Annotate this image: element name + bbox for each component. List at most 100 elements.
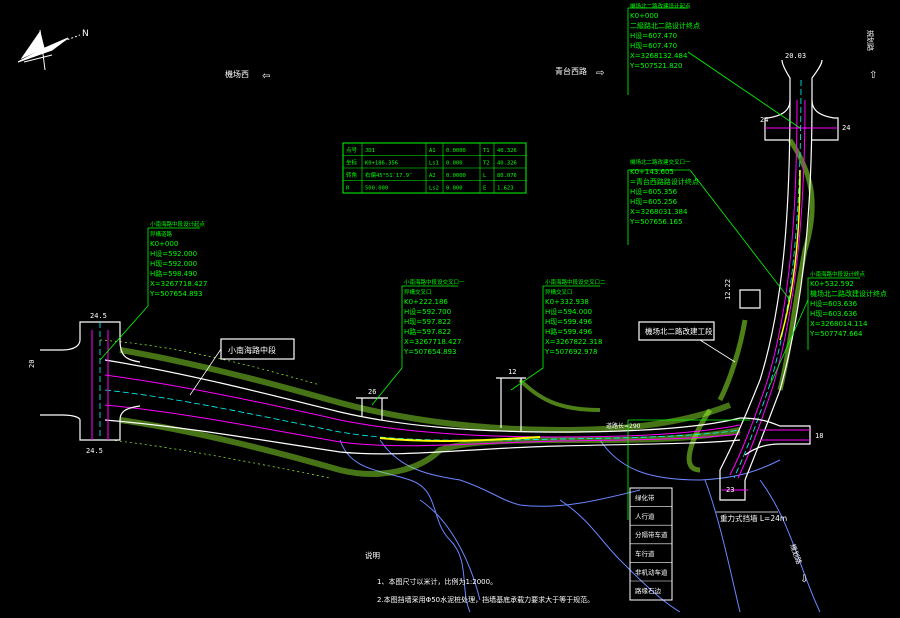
callout-text: 小南海路中段设计起点 — [150, 220, 206, 228]
terrain-lines — [339, 439, 821, 613]
dim-bottom-w: 23 — [726, 486, 734, 494]
curve-table-cell: K0+186.356 — [365, 161, 398, 167]
direction-bottom-right-label: 規划路 — [788, 543, 804, 566]
compass-north-label: N — [82, 29, 89, 39]
callout-text: X=3268132.484 — [630, 52, 688, 60]
callout-text: H路=599.496 — [545, 327, 593, 336]
callout-text: 二級路北二路设计终点 — [630, 21, 700, 30]
callout-text: 异構交叉口 — [545, 288, 573, 296]
callout-text: 异構交叉口 — [404, 288, 432, 296]
curve-table-cell: T2 — [483, 161, 490, 167]
curve-table-cell: A1 — [429, 148, 436, 154]
curve-table-cell: R — [346, 186, 350, 192]
callout-text: 機场北二路改建设计起点 — [630, 2, 691, 10]
callout-text: H现=592.000 — [150, 260, 197, 268]
curve-table-cell: A2 — [429, 173, 436, 179]
callout-text: K0+000 — [630, 12, 658, 20]
legend-item: 路缘石边 — [635, 586, 662, 595]
legend-item: 绿化带 — [635, 493, 655, 502]
left-arrow-icon: ⇦ — [262, 71, 270, 82]
left-intersection — [40, 321, 141, 441]
notes-line-1: 1、本图尺寸以米计，比例为1:2000。 — [377, 577, 497, 586]
callout-text: 异構道路 — [150, 230, 173, 238]
callout-text: X=3267822.318 — [545, 338, 602, 346]
callout-text: H现=603.636 — [810, 310, 858, 318]
callout-text: =青台西路路设计终点 — [630, 177, 699, 186]
direction-left-label: 機场西 — [225, 69, 249, 79]
callout-text: H路=597.822 — [404, 327, 451, 336]
callout-text: K0+532.592 — [810, 280, 854, 288]
dim-left-bottom: 24.5 — [86, 447, 103, 455]
retaining-wall-label: 重力式挡墙 L=24m — [720, 513, 787, 523]
curve-table-cell: Ls1 — [429, 161, 439, 167]
vertical-road — [719, 79, 813, 481]
dim-top-w1: 20.03 — [785, 52, 806, 60]
callout-text: X=3267718.427 — [150, 280, 207, 288]
curve-table-cell: L — [483, 173, 487, 179]
dim-road-w1: 26 — [368, 388, 376, 396]
north-arrow-icon — [17, 29, 81, 71]
dimension-labels: 24.5 24.5 20 26 12 20.03 24 24 12.22 18 … — [28, 52, 850, 494]
callout-text: 機场北二路改建交叉口一 — [630, 158, 691, 166]
curve-table-cell: 点号 — [346, 147, 358, 154]
curve-table-cell: E — [483, 186, 486, 192]
callout-text: K0+143.605 — [630, 168, 674, 176]
legend-item: 非机动车道 — [635, 567, 668, 576]
curve-table-cell: 40.326 — [497, 148, 517, 154]
main-road — [104, 359, 741, 455]
notes-heading: 说明 — [365, 550, 380, 560]
curve-table-cell: 40.326 — [497, 161, 517, 167]
down-arrow-icon: ⇩ — [800, 574, 808, 585]
curve-table-cell: 500.000 — [365, 186, 388, 192]
callout-text: X=3268031.384 — [630, 208, 688, 216]
notes-line-2: 2.本图挡墙采用Φ50水泥桩处理，挡墙基底承载力要求大于等于规范。 — [377, 595, 594, 604]
curve-table-cell: Ls2 — [429, 186, 439, 192]
dim-left-top: 24.5 — [90, 312, 107, 320]
side-roads — [356, 377, 526, 432]
callout-text: Y=507521.820 — [629, 62, 682, 70]
callout-top-start: 機场北二路改建设计起点K0+000二級路北二路设计终点H设=607.470H现=… — [629, 2, 700, 70]
legend-item: 车行道 — [635, 549, 655, 558]
callout-text: H路=598.490 — [150, 269, 197, 278]
curve-table-cell: 坐标 — [346, 159, 358, 167]
callout-text: H设=592.700 — [404, 307, 451, 316]
callout-text: Y=507747.664 — [809, 330, 863, 338]
callout-leaders — [99, 7, 860, 520]
callout-text: K0+222.186 — [404, 298, 448, 306]
callout-text: 小南海路中段设交叉口二 — [545, 278, 606, 286]
callout-text: H设=594.000 — [545, 307, 592, 316]
callout-text: 機场北二路改建设计终点 — [810, 289, 887, 298]
callout-text: K0+000 — [150, 240, 178, 248]
callout-text: Y=507654.893 — [149, 290, 202, 298]
title-box-road-second: 機场北二路改建工段 — [638, 321, 736, 363]
up-arrow-icon: ⇧ — [869, 70, 877, 81]
callout-text: 小南海路中段设交叉口一 — [404, 278, 465, 286]
dim-left-side: 20 — [28, 360, 36, 368]
callout-text: 小南海路中段设计终点 — [810, 270, 866, 278]
callout-text: Y=507656.165 — [629, 218, 682, 226]
callout-text: X=3267718.427 — [404, 338, 461, 346]
title-box-road-main: 小南海路中段 — [189, 338, 295, 396]
callout-text: Y=507692.978 — [544, 348, 597, 356]
callout-text: X=3268014.114 — [810, 320, 868, 328]
callout-left-start: 小南海路中段设计起点异構道路K0+000H设=592.000H现=592.000… — [149, 220, 207, 298]
callout-text: H现=605.256 — [630, 198, 678, 206]
curve-table-cell: 0.000 — [446, 161, 463, 167]
curve-table-cell: 0.0000 — [446, 148, 466, 154]
direction-center-label: 青台西路 — [555, 66, 587, 76]
curve-table-cell: T1 — [483, 148, 490, 154]
curve-table-cell: 右偏45°51′17.9″ — [365, 171, 412, 179]
dim-mid-w: 12.22 — [724, 279, 732, 300]
legend-item: 分隔带车道 — [635, 530, 668, 539]
curve-table-cell: 80.076 — [497, 173, 517, 179]
callout-text: K0+332.938 — [545, 298, 589, 306]
callout-text: H设=607.470 — [630, 31, 677, 40]
dim-top-w3: 24 — [842, 124, 850, 132]
title-road-second: 機场北二路改建工段 — [645, 326, 713, 336]
bottom-right-intersection — [719, 417, 811, 501]
callout-text: H现=597.822 — [404, 318, 451, 326]
